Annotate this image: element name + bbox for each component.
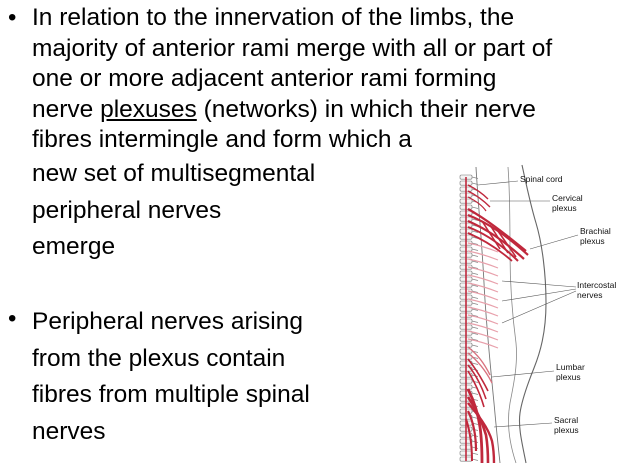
- vertebra-process: [471, 254, 479, 257]
- intercostal-nerve: [467, 306, 499, 317]
- intercostal-nerve: [467, 314, 499, 325]
- vertebra-process: [471, 362, 479, 365]
- intercostal-nerve: [467, 330, 499, 341]
- vertebra-process: [471, 452, 479, 455]
- bullet-2-text: Peripheral nerves arising from the plexu…: [32, 304, 392, 450]
- body-outline-back: [518, 164, 547, 464]
- vertebra-process: [471, 182, 479, 185]
- bullet-1-line-2: majority of anterior rami merge with all…: [32, 34, 553, 62]
- vertebra-process: [471, 176, 479, 179]
- intercostal-nerve: [467, 258, 499, 269]
- intercostal-nerve: [467, 290, 499, 301]
- body-outline-front: [507, 166, 517, 464]
- vertebra-process: [471, 308, 479, 311]
- bullet-1-text: In relation to the innervation of the li…: [32, 3, 624, 156]
- label-leader-lines: [477, 180, 579, 428]
- line-4-prefix: nerve: [32, 95, 101, 123]
- vertebra-process: [471, 320, 479, 323]
- vertebra-process: [471, 338, 479, 341]
- bullet-1-line-1: In relation to the innervation of the li…: [32, 4, 515, 31]
- line-4-suffix: (networks) in which their nerve: [196, 95, 536, 123]
- bullet-2-line-4: nerves: [32, 417, 106, 445]
- vertebra-process: [471, 302, 479, 305]
- bullet-1-line-4: nerve plexuses (networks) in which their…: [32, 95, 624, 126]
- vertebra-process: [471, 260, 479, 263]
- bullet-2-line-2: from the plexus contain: [32, 344, 286, 372]
- bullet-1-line-3: one or more adjacent anterior rami formi…: [32, 65, 497, 92]
- bullet-dot-icon: •: [8, 4, 17, 31]
- vertebra-process: [471, 332, 479, 335]
- lumbar-plexus-nerves: [467, 346, 493, 408]
- vertebra-process: [471, 458, 479, 461]
- bullet-1-cont-line-2: peripheral nerves: [32, 196, 222, 224]
- intercostal-nerve: [467, 242, 499, 253]
- vertebra-process: [471, 278, 479, 281]
- vertebra-process: [471, 248, 479, 251]
- spine-illustration: [459, 164, 579, 464]
- spinal-cord-label: Spinal cord: [520, 174, 563, 184]
- intercostal-nerves: [467, 242, 499, 349]
- vertebra-process: [471, 218, 479, 221]
- vertebra-process: [471, 206, 479, 209]
- vertebra-process: [471, 266, 479, 269]
- vertebral-column: [459, 174, 479, 462]
- bullet-2-line-3: fibres from multiple spinal: [32, 381, 310, 408]
- vertebra-process: [471, 344, 479, 347]
- intercostal-nerve: [467, 298, 499, 309]
- intercostal-nerve: [467, 250, 499, 261]
- cervical-plexus-nerves: [467, 184, 491, 212]
- bullet-2-line-1: Peripheral nerves arising: [32, 308, 303, 335]
- vertebra-process: [471, 314, 479, 317]
- bullet-dot-icon: •: [8, 305, 17, 332]
- vertebra-process: [471, 242, 479, 245]
- vertebra-process: [471, 230, 479, 233]
- vertebra-process: [471, 296, 479, 299]
- bullet-1-cont-line-3: emerge: [32, 233, 116, 260]
- bullet-1-line-5: fibres intermingle and form which a: [32, 126, 412, 153]
- intercostal-nerve: [467, 322, 499, 333]
- intercostal-nerve: [467, 274, 499, 285]
- vertebra-process: [471, 326, 479, 329]
- brachial-plexus-nerves: [467, 208, 529, 262]
- vertebra-process: [471, 272, 479, 275]
- bullet-1-continuation: new set of multisegmental peripheral ner…: [32, 156, 315, 266]
- vertebra-process: [471, 392, 479, 395]
- vertebra-process: [471, 284, 479, 287]
- intercostal-nerve: [467, 338, 499, 349]
- bullet-1-cont-line-1: new set of multisegmental: [32, 160, 316, 187]
- sacral-plexus-nerves: [465, 388, 496, 464]
- intercostal-nerve: [467, 282, 499, 293]
- plexuses-term: plexuses: [100, 95, 197, 123]
- vertebra-process: [471, 290, 479, 293]
- intercostal-nerve: [467, 266, 499, 277]
- vertebra-process: [471, 236, 479, 239]
